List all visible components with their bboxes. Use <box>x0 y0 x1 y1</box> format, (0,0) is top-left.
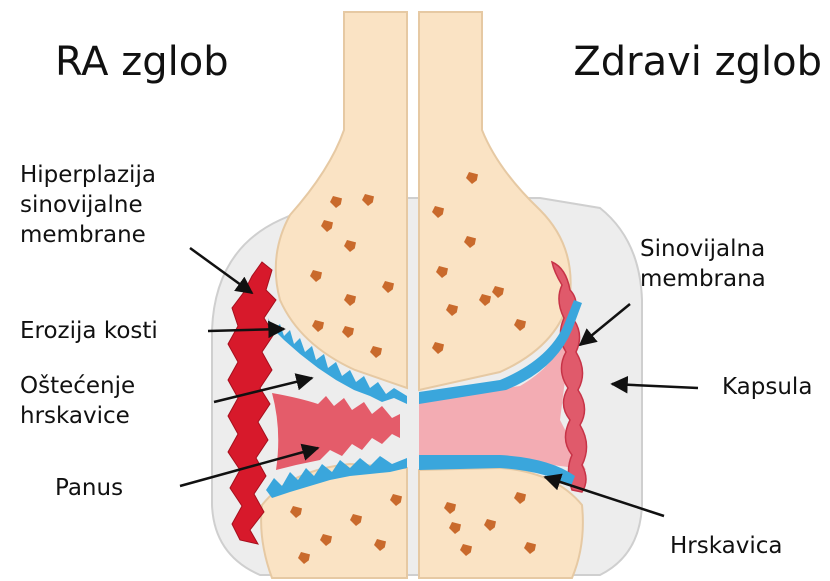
title-healthy-joint: Zdravi zglob <box>573 42 822 82</box>
label-ostecenje-hrskavice: Oštećenje hrskavice <box>20 371 135 431</box>
upper-bone <box>276 12 571 390</box>
label-hiperplazija-line-3: membrane <box>20 220 156 250</box>
label-kapsula: Kapsula <box>722 372 812 402</box>
label-sinovijalna-line-1: Sinovijalna <box>640 234 766 264</box>
label-erozija-kosti: Erozija kosti <box>20 316 158 346</box>
label-hrskavica: Hrskavica <box>670 531 782 561</box>
label-panus: Panus <box>55 473 123 503</box>
title-ra-joint: RA zglob <box>55 42 229 82</box>
label-ostecenje-line-2: hrskavice <box>20 401 135 431</box>
label-hiperplazija-line-1: Hiperplazija <box>20 160 156 190</box>
label-hiperplazija: Hiperplazija sinovijalne membrane <box>20 160 156 250</box>
label-sinovijalna-membrana: Sinovijalna membrana <box>640 234 766 294</box>
label-ostecenje-line-1: Oštećenje <box>20 371 135 401</box>
lower-bone-right-half <box>419 468 583 578</box>
label-sinovijalna-line-2: membrana <box>640 264 766 294</box>
label-hiperplazija-line-2: sinovijalne <box>20 190 156 220</box>
